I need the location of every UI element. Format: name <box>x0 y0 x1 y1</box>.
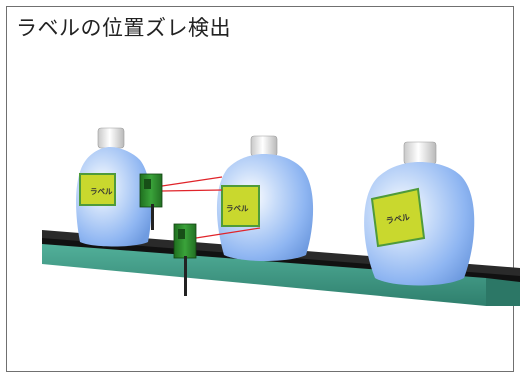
diagram-title: ラベルの位置ズレ検出 <box>16 16 231 40</box>
label-text: ラベル <box>385 213 410 226</box>
rail-front <box>42 244 486 306</box>
sensor-lens <box>144 179 151 189</box>
sensor-lens <box>178 229 185 239</box>
bottle-cap <box>403 141 437 165</box>
label-text: ラベル <box>90 187 113 196</box>
rail-end <box>486 278 520 306</box>
beam-lower <box>195 227 261 239</box>
bottle-2: ラベル <box>216 135 314 261</box>
bottle-1: ラベル <box>76 127 152 247</box>
bottle-body <box>216 154 314 261</box>
sensor-body <box>139 173 163 208</box>
label-text: ラベル <box>226 204 249 213</box>
sensor-cable <box>184 256 187 296</box>
bottle-label <box>221 185 260 227</box>
bottle-cap <box>97 127 125 149</box>
beam-upper-return <box>161 189 223 192</box>
bottle-3: ラベル <box>364 141 475 286</box>
sensor-beams <box>161 176 261 239</box>
upper-sensor <box>139 173 163 230</box>
sensor-cable <box>151 204 154 230</box>
lower-sensor <box>173 223 197 296</box>
bottle-label <box>370 187 426 248</box>
bottle-label <box>79 173 116 206</box>
beam-upper <box>161 176 223 187</box>
bottle-cap <box>250 135 278 157</box>
